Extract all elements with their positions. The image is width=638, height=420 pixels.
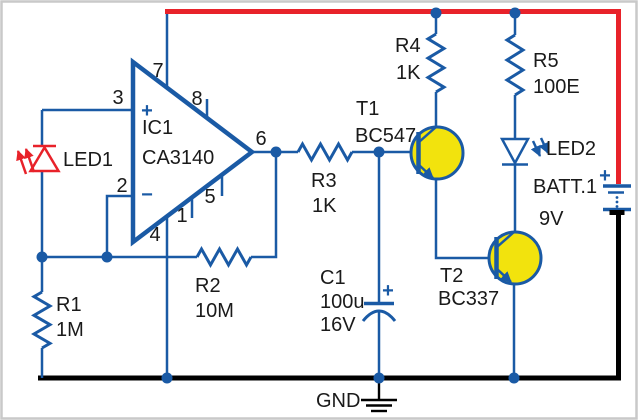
pin4-label: 4 [149,224,160,246]
t1-symbol [409,125,465,181]
opamp-ic1: 3 2 7 8 6 5 1 4 + − IC1 CA3140 [112,57,267,247]
battery-cell-dot [615,200,619,204]
r3-ref-label: R3 [311,170,337,192]
led2-arrow-icon [530,140,542,157]
junction-dot [101,251,113,263]
ic1-ref-label: IC1 [142,117,173,139]
resistor-r2: R2 10M [195,245,253,322]
ground-rail-wire [38,211,621,381]
t2-emitter-arrow-icon [496,268,512,283]
c1-ref-label: C1 [320,267,346,289]
r1-symbol [31,290,53,350]
t2-ref-label: T2 [440,265,463,287]
r3-value-label: 1K [312,195,337,217]
ic1-part-label: CA3140 [142,147,214,169]
r4-symbol [425,32,447,94]
junction-dot [373,372,385,384]
t1-collector-lead [418,126,437,143]
pin7-label: 7 [152,60,163,82]
pin6-label: 6 [255,128,266,150]
t1-ref-label: T1 [356,98,379,120]
feedback-riser-wire [251,152,278,259]
t1-emitter-to-t2-base-wire [434,179,497,260]
t1-emitter-arrow-icon [418,164,434,179]
r5-ref-label: R5 [533,50,559,72]
c1-polarity-sign: + [382,280,394,302]
led2-arrow-icon [538,137,550,154]
c1-value-label: 100u [320,291,365,313]
pin5-label: 5 [204,186,215,208]
resistor-r4: R4 1K [395,32,447,94]
transistor-t2: T2 BC337 [438,230,543,310]
ground-label: GND [316,390,360,412]
battery-cell-dot [615,205,619,208]
r3-symbol [296,140,354,164]
led1-arrow-icon [16,150,28,175]
r5-value-label: 100E [533,76,580,98]
battery-batt1: + BATT.1 9V [533,165,631,230]
junction-dots [36,7,521,384]
noninverting-input-sign: + [141,100,153,122]
r2-value-label: 10M [195,300,234,322]
pin3-label: 3 [112,87,123,109]
t2-collector-lead [496,231,515,248]
led1-symbol [28,145,61,173]
pin8-label: 8 [191,88,202,110]
resistor-r3: R3 1K [296,140,354,217]
r2-symbol [195,245,253,269]
battery-voltage-label: 9V [539,208,564,230]
junction-dot [508,372,520,384]
t1-part-label: BC547 [355,125,416,147]
r2-ref-label: R2 [195,275,221,297]
pin2-label: 2 [116,175,127,197]
r5-symbol [504,33,526,97]
wires [40,13,517,378]
t2-symbol [487,230,543,286]
resistor-r5: R5 100E [504,33,580,98]
led1-arrow-icon [24,148,36,173]
battery-cell-dot [615,196,619,199]
led1: LED1 [16,144,113,175]
r1-value-label: 1M [56,319,84,341]
ground-symbol: GND [316,381,397,413]
led1-label: LED1 [63,149,113,171]
led2-label: LED2 [546,138,596,160]
battery-polarity-sign: + [599,165,611,187]
r4-value-label: 1K [396,62,421,84]
c1-rating-label: 16V [320,314,356,336]
junction-dot [161,372,173,384]
t2-part-label: BC337 [438,288,499,310]
resistor-r1: R1 1M [31,290,84,350]
transistor-t1: T1 BC547 [355,98,465,181]
capacitor-c1: + C1 100u 16V [320,267,397,336]
junction-dot [36,251,48,263]
junction-dot [430,7,442,19]
led2: LED2 [499,137,596,166]
junction-dot [509,7,521,19]
battery-ref-label: BATT.1 [533,176,597,198]
inverting-input-sign: − [141,184,153,206]
r4-ref-label: R4 [395,35,421,57]
r1-ref-label: R1 [56,294,82,316]
pin2-wire [105,194,133,257]
led2-symbol [499,137,531,166]
pin1-label: 1 [176,205,187,227]
c1-negative-plate [361,309,397,322]
junction-dot [373,146,385,158]
junction-dot [270,146,282,158]
opamp-symbol [130,57,256,247]
positive-rail-wire [165,9,621,184]
